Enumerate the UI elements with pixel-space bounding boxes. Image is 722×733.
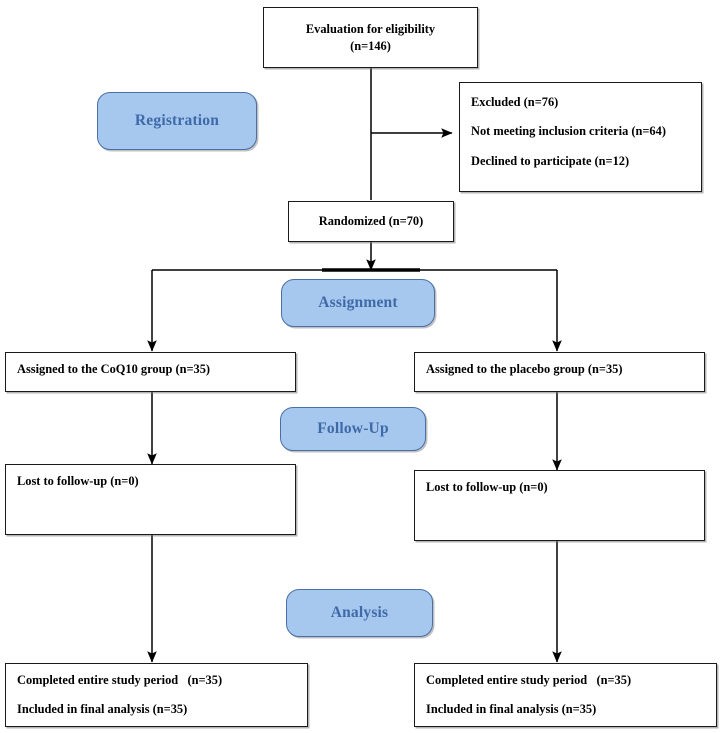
assigned-left-line-1: Assigned to the CoQ10 group (n=35) (17, 362, 211, 376)
node-assigned-coq10: Assigned to the CoQ10 group (n=35) (5, 352, 296, 392)
node-excluded: Excluded (n=76) Not meeting inclusion cr… (459, 82, 702, 192)
analysis-left-line-2: Included in final analysis (n=35) (17, 702, 188, 717)
stage-registration-label: Registration (134, 112, 220, 129)
excluded-line-2: Not meeting inclusion criteria (n=64) (471, 124, 666, 139)
analysis-right-line-2: Included in final analysis (n=35) (426, 702, 597, 717)
stage-assignment: Assignment (281, 279, 435, 327)
stage-analysis: Analysis (286, 589, 433, 637)
stage-followup: Follow-Up (280, 407, 426, 451)
stage-followup-label: Follow-Up (317, 420, 389, 437)
stage-analysis-label: Analysis (330, 604, 389, 621)
node-lost-followup-coq10: Lost to follow-up (n=0) (5, 464, 296, 535)
lost-right-line-1: Lost to follow-up (n=0) (426, 480, 548, 494)
node-analysis-coq10: Completed entire study period (n=35) Inc… (5, 663, 308, 727)
eligibility-line-2: (n=146) (350, 39, 391, 53)
analysis-left-line-1: Completed entire study period (n=35) (17, 673, 223, 687)
eligibility-line-1: Evaluation for eligibility (305, 21, 436, 36)
excluded-line-3: Declined to participate (n=12) (471, 153, 630, 168)
node-analysis-placebo: Completed entire study period (n=35) Inc… (414, 663, 717, 727)
node-evaluation-for-eligibility: Evaluation for eligibility (n=146) (263, 7, 478, 68)
node-lost-followup-placebo: Lost to follow-up (n=0) (414, 470, 705, 541)
node-randomized: Randomized (n=70) (288, 201, 454, 242)
randomized-line-1: Randomized (n=70) (318, 214, 424, 229)
excluded-line-1: Excluded (n=76) (471, 95, 559, 109)
stage-registration: Registration (97, 92, 257, 150)
analysis-right-line-1: Completed entire study period (n=35) (426, 673, 632, 687)
stage-assignment-label: Assignment (318, 294, 398, 311)
node-assigned-placebo: Assigned to the placebo group (n=35) (414, 352, 705, 392)
assigned-right-line-1: Assigned to the placebo group (n=35) (426, 362, 623, 376)
lost-left-line-1: Lost to follow-up (n=0) (17, 474, 139, 488)
